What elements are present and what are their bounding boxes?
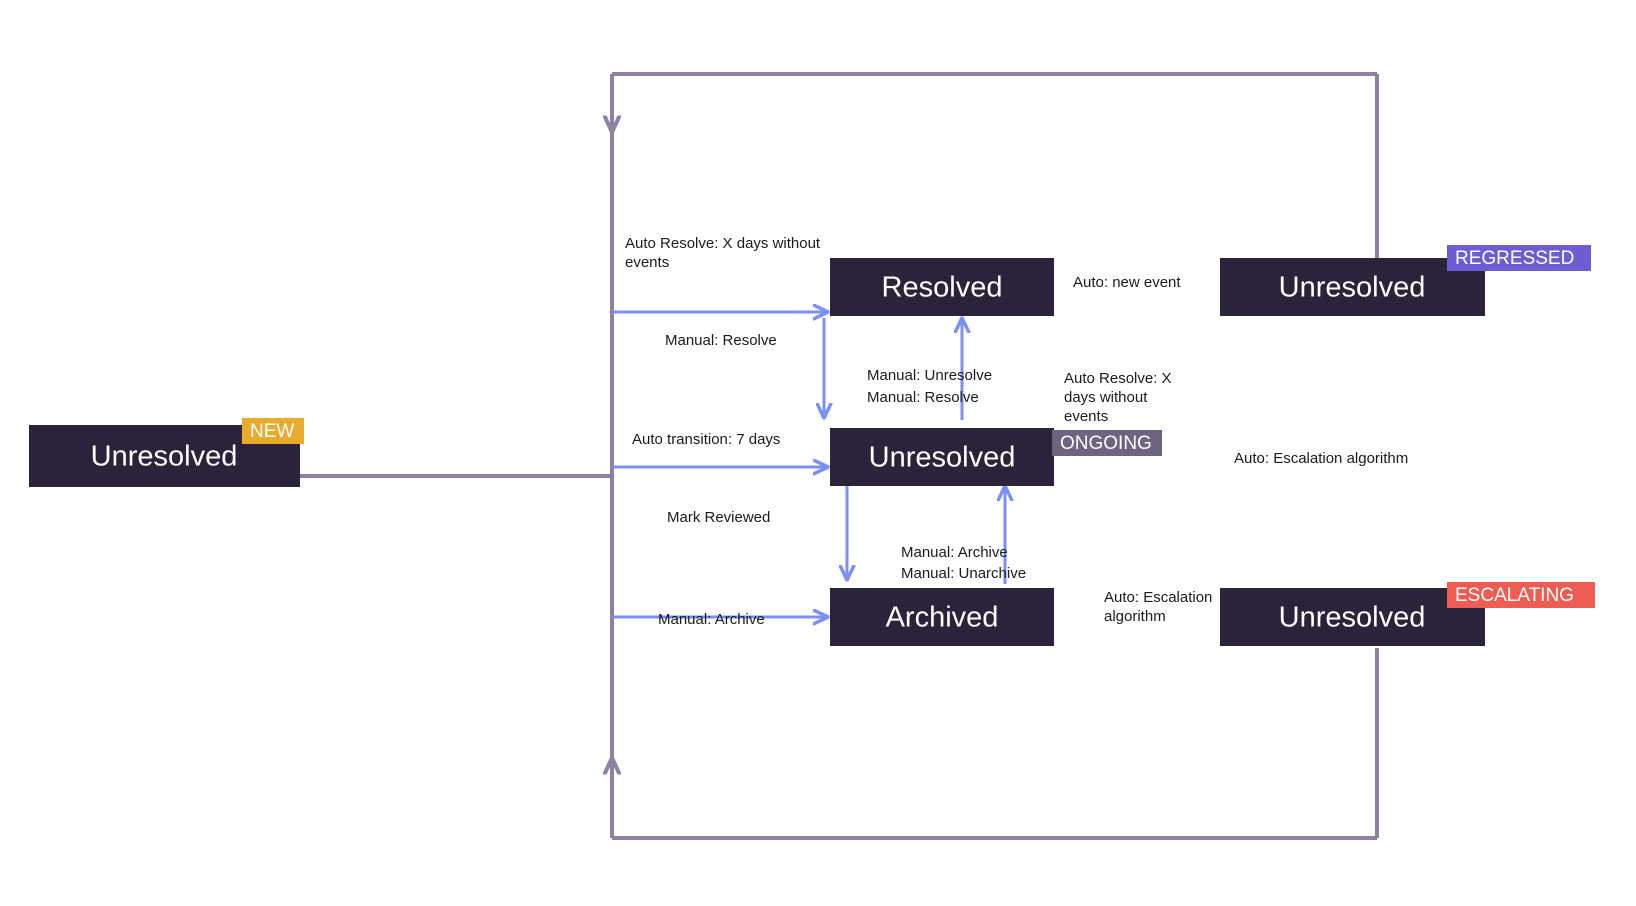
badge-new-rect — [242, 418, 304, 444]
node-regressed[interactable]: Unresolved — [1220, 258, 1485, 316]
node-ongoing[interactable]: Unresolved — [830, 428, 1054, 486]
edge-label-auto-escalation-line1: Auto: Escalation — [1104, 589, 1212, 606]
badge-regressed-label: REGRESSED — [1455, 248, 1574, 269]
edge-label-auto-escalation-line2: algorithm — [1104, 608, 1166, 625]
edge-label-auto-resolve-line2: events — [625, 254, 669, 271]
badge-regressed: REGRESSED — [1447, 245, 1591, 271]
edge-label-auto-resolve-mid-line2: days without — [1064, 389, 1148, 406]
badge-escalating-rect — [1447, 582, 1595, 608]
badge-escalating-label: ESCALATING — [1455, 585, 1574, 606]
edge-label-manual-unresolve: Manual: Unresolve — [867, 367, 992, 384]
edge-label-manual-archive-bottom: Manual: Archive — [658, 611, 765, 628]
node-resolved[interactable]: Resolved — [830, 258, 1054, 316]
node-archived[interactable]: Archived — [830, 588, 1054, 646]
node-new-label: Unresolved — [91, 441, 238, 473]
badge-ongoing-rect — [1052, 430, 1162, 456]
node-archived-rect — [830, 588, 1054, 646]
badge-new: NEW — [242, 418, 304, 444]
node-new[interactable]: Unresolved — [29, 425, 300, 487]
edge-label-auto-resolve-mid-line3: events — [1064, 408, 1108, 425]
node-ongoing-rect — [830, 428, 1054, 486]
edge-label-manual-resolve-mid: Manual: Resolve — [867, 389, 979, 406]
edge-label-manual-unarchive-mid: Manual: Unarchive — [901, 565, 1026, 582]
badge-regressed-rect — [1447, 245, 1591, 271]
edge-label-auto-escalation-top: Auto: Escalation algorithm — [1234, 450, 1408, 467]
node-escalating-label: Unresolved — [1279, 602, 1426, 634]
node-regressed-label: Unresolved — [1279, 272, 1426, 304]
badge-new-label: NEW — [250, 421, 294, 442]
node-regressed-rect — [1220, 258, 1485, 316]
node-escalating[interactable]: Unresolved — [1220, 588, 1485, 646]
edge-label-auto-resolve-line1: Auto Resolve: X days without — [625, 235, 821, 252]
badge-ongoing: ONGOING — [1052, 430, 1162, 456]
edge-label-auto-resolve-mid-line1: Auto Resolve: X — [1064, 370, 1172, 387]
edge-label-manual-resolve-top: Manual: Resolve — [665, 332, 777, 349]
edge-label-manual-archive-mid: Manual: Archive — [901, 544, 1008, 561]
node-resolved-label: Resolved — [882, 272, 1003, 304]
node-escalating-rect — [1220, 588, 1485, 646]
node-resolved-rect — [830, 258, 1054, 316]
edge-label-mark-reviewed: Mark Reviewed — [667, 509, 770, 526]
badge-ongoing-label: ONGOING — [1060, 433, 1152, 454]
node-archived-label: Archived — [886, 602, 999, 634]
badge-escalating: ESCALATING — [1447, 582, 1595, 608]
edge-label-auto-transition: Auto transition: 7 days — [632, 431, 780, 448]
edge-ongoing-to-escalating — [1050, 455, 1356, 568]
edge-label-auto-new-event: Auto: new event — [1073, 274, 1181, 291]
node-ongoing-label: Unresolved — [869, 442, 1016, 474]
